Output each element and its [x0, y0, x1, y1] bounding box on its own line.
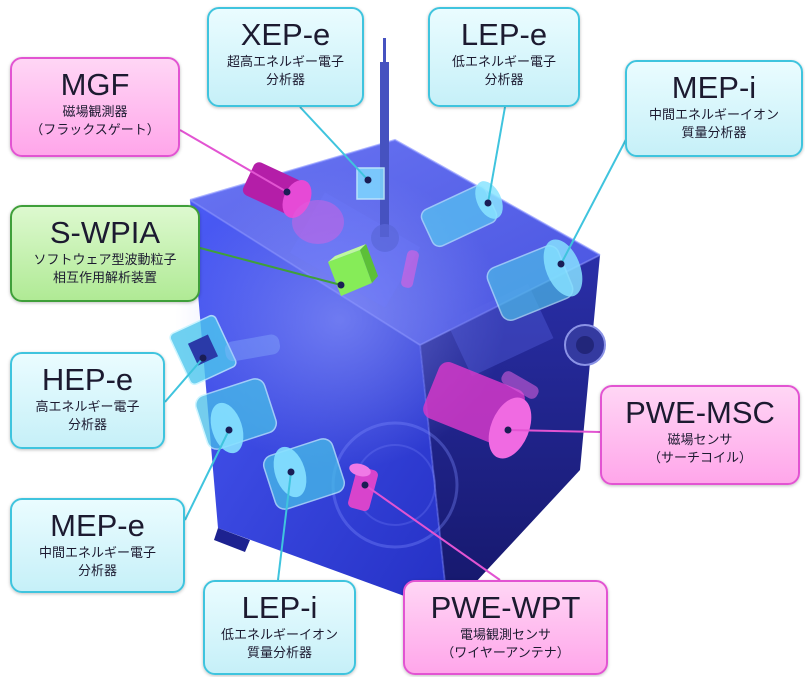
pwewpt-desc-line2: （ワイヤーアンテナ）: [441, 645, 570, 660]
hepe-desc-line1: 高エネルギー電子: [35, 399, 140, 414]
lepe-leader-dot: [484, 199, 492, 207]
mgf-desc-line1: 磁場観測器: [62, 104, 128, 119]
xepe-desc-line2: 分析器: [265, 72, 305, 87]
antenna-mast: [371, 38, 399, 252]
mepe-label: MEP-e 中間エネルギー電子 分析器: [10, 498, 185, 593]
hepe-desc-line2: 分析器: [67, 417, 107, 432]
lepi-title: LEP-i: [241, 590, 318, 625]
mgf-desc-line2: （フラックスゲート）: [30, 122, 160, 137]
mepi-leader-line: [560, 127, 633, 265]
pwewpt-title: PWE-WPT: [430, 590, 581, 625]
mgf-leader-line: [179, 129, 288, 193]
hepe-sensor: [169, 314, 281, 386]
pwemsc-desc-line1: 磁場センサ: [667, 432, 733, 447]
pwewpt-leader-line: [364, 484, 501, 581]
mepe-title: MEP-e: [50, 508, 145, 543]
xepe-title: XEP-e: [240, 17, 331, 52]
body-frame-edge: [419, 344, 449, 613]
internal-rod: [401, 250, 419, 288]
mepe-leader-line: [184, 429, 230, 521]
bottom-flap: [214, 528, 250, 552]
swpia-desc-line1: ソフトウェア型波動粒子: [33, 252, 177, 267]
lepe-title: LEP-e: [460, 17, 548, 52]
mepe-desc-line1: 中間エネルギー電子: [38, 545, 156, 560]
xepe-label: XEP-e 超高エネルギー電子 分析器: [207, 7, 364, 107]
swpia-label: S-WPIA ソフトウェア型波動粒子 相互作用解析装置: [10, 205, 200, 302]
mepi-desc-line2: 質量分析器: [681, 125, 747, 140]
mepe-sensor: [194, 378, 278, 454]
lepi-label: LEP-i 低エネルギーイオン 質量分析器: [203, 580, 356, 675]
lepi-leader-line: [277, 471, 292, 581]
mgf-label: MGF 磁場観測器 （フラックスゲート）: [10, 57, 180, 157]
pwemsc-leader-dot: [504, 426, 512, 434]
pwewpt-leader-dot: [361, 481, 369, 489]
swpia-leader-line: [199, 247, 342, 286]
mepi-title: MEP-i: [671, 70, 757, 105]
swpia-leader-dot: [337, 281, 345, 289]
hepe-title: HEP-e: [41, 362, 134, 397]
satellite-body: [175, 138, 606, 613]
pwemsc-label: PWE-MSC 磁場センサ （サーチコイル）: [600, 385, 800, 485]
pwewpt-sensor: [348, 463, 378, 512]
xepe-leader-line: [299, 106, 369, 181]
mepi-sensor: [486, 239, 583, 321]
mepe-desc-line2: 分析器: [77, 563, 117, 578]
mepi-leader-dot: [557, 260, 565, 268]
lepi-desc-line1: 低エネルギーイオン: [220, 627, 338, 642]
side-wheel: [576, 336, 594, 354]
hepe-label: HEP-e 高エネルギー電子 分析器: [10, 352, 165, 449]
lepe-label: LEP-e 低エネルギー電子 分析器: [428, 7, 580, 107]
hepe-leader-dot: [199, 354, 207, 362]
pwemsc-desc-line2: （サーチコイル）: [647, 450, 752, 465]
lepi-leader-dot: [287, 468, 295, 476]
pwemsc-leader-line: [507, 429, 601, 433]
pwemsc-title: PWE-MSC: [625, 395, 775, 430]
pwemsc-sensor: [423, 361, 539, 459]
pwewpt-label: PWE-WPT 電場観測センサ （ワイヤーアンテナ）: [403, 580, 608, 675]
swpia-title: S-WPIA: [49, 215, 161, 250]
hepe-leader-line: [164, 357, 204, 403]
lepi-desc-line2: 質量分析器: [246, 645, 312, 660]
lepe-desc-line2: 分析器: [484, 72, 524, 87]
mepi-label: MEP-i 中間エネルギーイオン 質量分析器: [625, 60, 803, 157]
xepe-desc-line1: 超高エネルギー電子: [226, 54, 344, 69]
mepi-desc-line1: 中間エネルギーイオン: [648, 107, 779, 122]
swpia-desc-line2: 相互作用解析装置: [52, 270, 157, 285]
mepe-leader-dot: [225, 426, 233, 434]
pwewpt-desc-line1: 電場観測センサ: [459, 627, 551, 642]
lepe-desc-line1: 低エネルギー電子: [451, 54, 556, 69]
lepe-leader-line: [487, 106, 506, 204]
mgf-title: MGF: [60, 67, 130, 102]
mgf-leader-dot: [283, 188, 291, 196]
xepe-leader-dot: [364, 176, 372, 184]
